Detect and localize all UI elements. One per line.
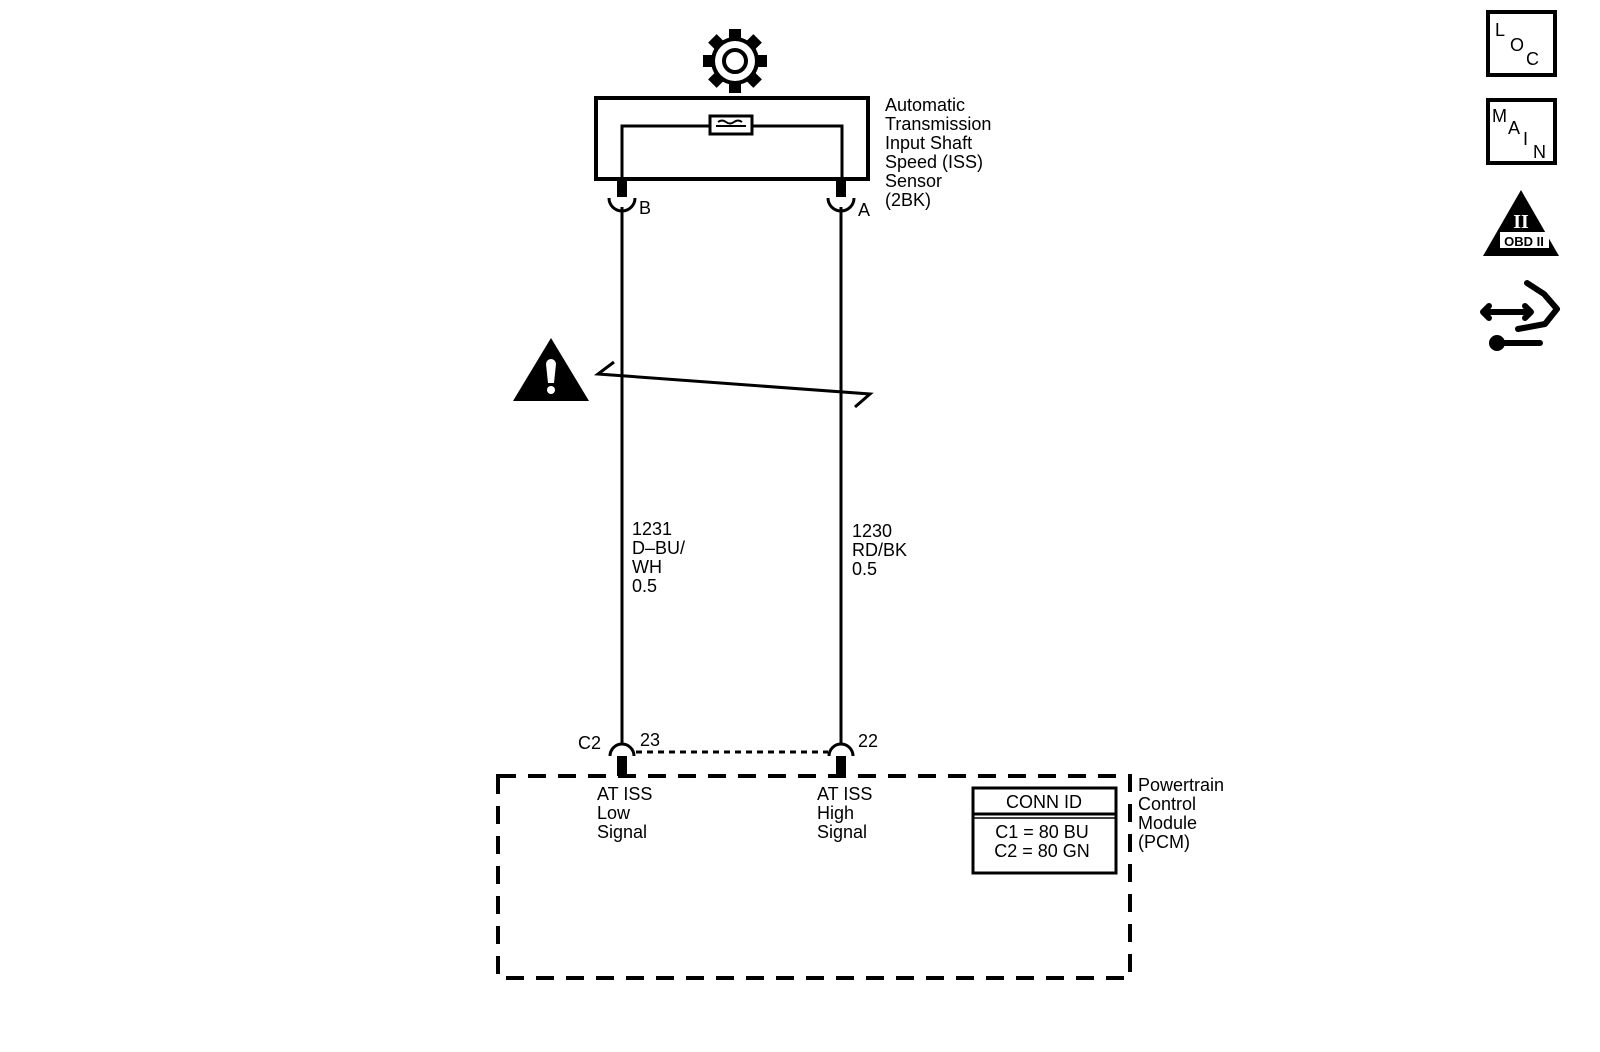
main-icon: [1486, 98, 1557, 165]
svg-text:L: L: [1495, 20, 1505, 40]
conn-id-row-c2: C2 = 80 GN: [994, 841, 1090, 861]
pcm-pin-23: [608, 742, 636, 776]
obd-ii-button[interactable]: II OBD II: [1483, 190, 1559, 256]
pcm-name: Powertrain Control Module (PCM): [1138, 775, 1229, 852]
conn-id-box: CONN ID C1 = 80 BU C2 = 80 GN: [971, 786, 1118, 875]
conn-id-row-c1: C1 = 80 BU: [995, 822, 1089, 842]
iss-sensor: [594, 96, 870, 181]
sensor-pin-a-label: A: [858, 200, 870, 220]
pcm-pin-22: [827, 742, 855, 776]
sensor-name: Automatic Transmission Input Shaft Speed…: [885, 95, 996, 210]
sensor-element-icon: [708, 114, 754, 136]
pcm-module-box: [496, 774, 1132, 980]
at-iss-low-signal-label: AT ISS Low Signal: [597, 784, 657, 842]
svg-text:OBD II: OBD II: [1504, 234, 1544, 249]
svg-text:I: I: [1523, 129, 1528, 149]
svg-text:O: O: [1510, 35, 1524, 55]
sensor-pin-b-label: B: [639, 198, 651, 218]
connector-view-icon: [1480, 280, 1560, 351]
svg-text:A: A: [1508, 118, 1520, 138]
pcm-connector-label: C2: [578, 733, 601, 753]
main-button[interactable]: M A I N: [1486, 98, 1557, 165]
wire-1231-label: 1231 D–BU/ WH 0.5: [632, 519, 690, 596]
conn-id-title: CONN ID: [1006, 792, 1082, 812]
pcm-pin-23-label: 23: [640, 730, 660, 750]
twisted-pair-icon: [593, 360, 874, 409]
at-iss-high-signal-label: AT ISS High Signal: [817, 784, 877, 842]
svg-text:N: N: [1533, 142, 1546, 162]
connector-view-button[interactable]: [1480, 280, 1560, 351]
svg-text:II: II: [1513, 211, 1529, 233]
svg-text:M: M: [1492, 106, 1507, 126]
pcm-pin-22-label: 22: [858, 731, 878, 751]
svg-text:C: C: [1526, 49, 1539, 69]
loc-icon: [1486, 10, 1557, 77]
sensor-pin-b: [607, 180, 637, 213]
wire-1230-label: 1230 RD/BK 0.5: [852, 521, 912, 579]
loc-button[interactable]: L O C: [1486, 10, 1557, 77]
warning-icon: [513, 338, 589, 401]
gear-icon: [703, 29, 767, 93]
sensor-pin-a: [826, 180, 856, 213]
